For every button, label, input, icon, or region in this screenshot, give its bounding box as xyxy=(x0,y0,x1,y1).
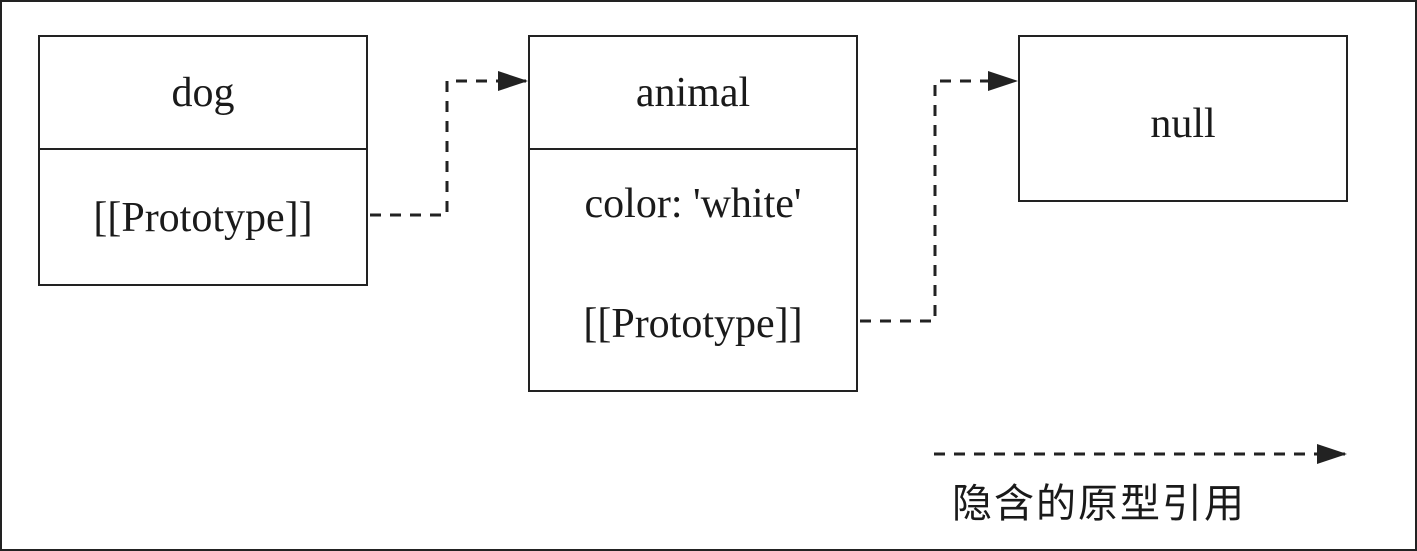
animal-object-title: animal xyxy=(635,69,751,116)
animal-object-box: animal color: 'white' [[Prototype]] xyxy=(528,35,858,392)
dog-object-box: dog [[Prototype]] xyxy=(38,35,368,286)
dog-object-title: dog xyxy=(171,69,235,116)
dog-object-header: dog xyxy=(40,37,366,150)
animal-prototype-field: [[Prototype]] xyxy=(583,301,803,347)
dog-to-animal-arrow xyxy=(370,71,528,217)
legend-label: 隐含的原型引用 xyxy=(952,481,1246,527)
animal-to-null-arrow xyxy=(860,71,1018,323)
animal-color-field: color: 'white' xyxy=(584,181,802,227)
null-title: null xyxy=(1150,101,1216,147)
null-box: null xyxy=(1018,35,1348,202)
dog-prototype-field: [[Prototype]] xyxy=(93,195,313,241)
animal-object-header: animal xyxy=(530,37,856,150)
